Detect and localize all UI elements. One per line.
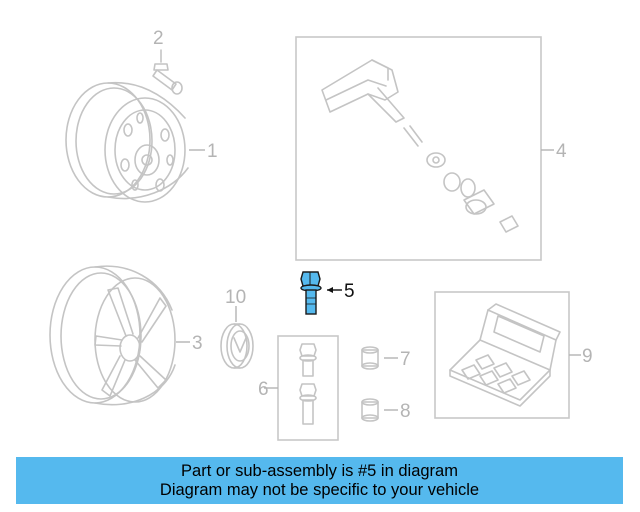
tpms-sensor-box <box>295 36 542 261</box>
banner-line-disclaimer: Diagram may not be specific to your vehi… <box>159 480 480 499</box>
tpms-sensor-part[interactable] <box>321 59 519 233</box>
wheel-nut-part[interactable] <box>361 346 379 370</box>
callout-2: 2 <box>153 28 164 49</box>
callout-3: 3 <box>192 333 203 354</box>
alloy-wheel-part[interactable] <box>49 265 176 406</box>
socket-kit-part[interactable] <box>449 303 561 407</box>
parts-diagram: 2 1 3 <box>49 28 593 441</box>
callout-9: 9 <box>582 346 593 367</box>
callout-1: 1 <box>207 141 218 162</box>
lock-bolt-set-part[interactable] <box>299 343 317 425</box>
callout-6: 6 <box>258 379 269 400</box>
banner-line-part-number: Part or sub-assembly is #5 in diagram <box>181 461 458 480</box>
callout-8: 8 <box>400 401 411 422</box>
wheel-bolt-part-highlighted[interactable] <box>300 271 322 315</box>
info-banner: Part or sub-assembly is #5 in diagram Di… <box>16 457 623 504</box>
valve-stem-part[interactable] <box>152 49 183 95</box>
center-cap-part[interactable] <box>220 323 254 369</box>
lock-nut-part[interactable] <box>361 398 379 422</box>
steel-wheel-part[interactable] <box>65 81 189 203</box>
callout-7: 7 <box>400 349 411 370</box>
callout-4: 4 <box>556 141 567 162</box>
callout-5: 5 <box>344 281 355 302</box>
callout-10: 10 <box>225 287 246 308</box>
leader-5-arrow <box>327 287 333 293</box>
